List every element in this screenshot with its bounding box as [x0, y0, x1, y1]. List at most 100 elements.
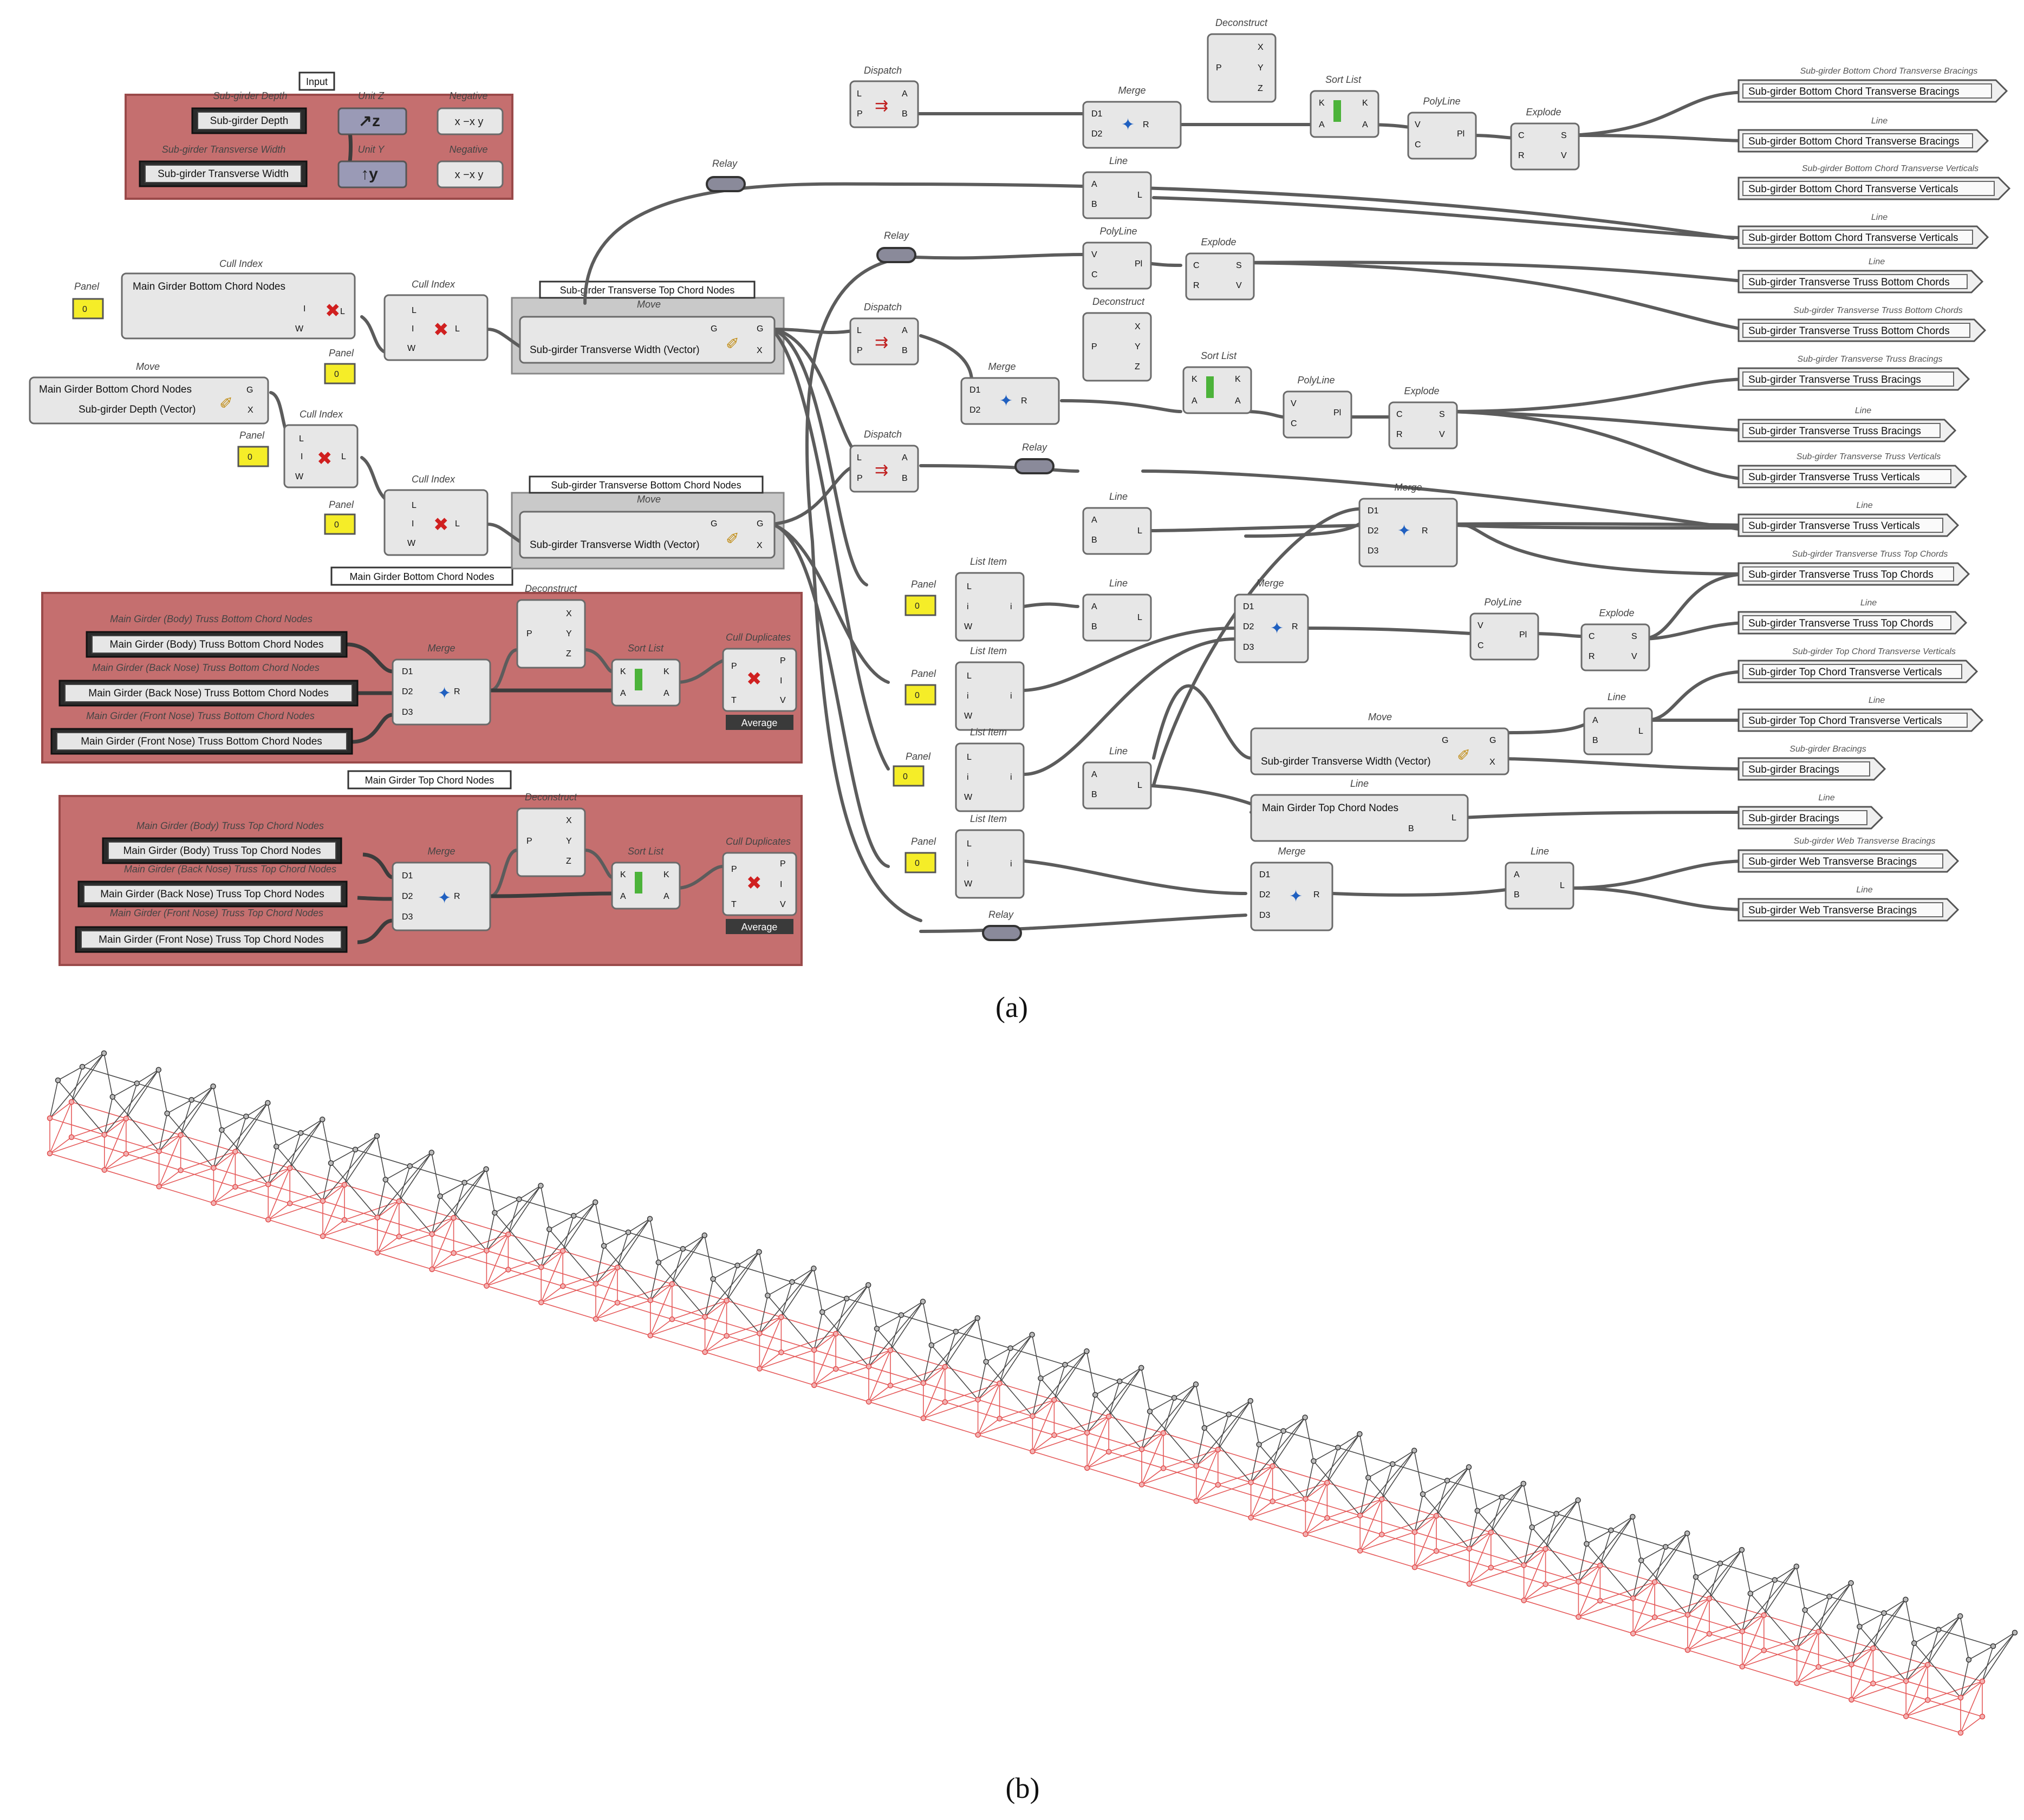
cull-index-component-4[interactable]: [383, 489, 489, 556]
sort-list-component-mt[interactable]: [611, 862, 681, 910]
negative-component-1[interactable]: [437, 107, 504, 135]
truss-red-member: [344, 1184, 400, 1202]
truss-dark-member: [791, 1268, 814, 1283]
merge-component-mt[interactable]: [392, 862, 491, 931]
svg-text:i: i: [1010, 773, 1012, 782]
polyline-component-1[interactable]: [1407, 112, 1477, 160]
panel-title-7: Panel: [906, 751, 931, 762]
relay-3[interactable]: [1014, 458, 1055, 474]
panel-title-4: Panel: [329, 499, 354, 510]
truss-node-dark: [1747, 1590, 1754, 1596]
truss-dark-member: [704, 1251, 760, 1317]
truss-node-red: [287, 1201, 293, 1206]
cull-index-component-3[interactable]: [283, 424, 359, 488]
svg-text:A: A: [1592, 716, 1598, 725]
merge-component-5[interactable]: [1250, 862, 1333, 931]
truss-red-member: [1851, 1664, 1906, 1682]
truss-dark-member: [213, 1130, 223, 1168]
polyline-component-4[interactable]: [1469, 612, 1539, 661]
line-title-6: Line: [1608, 692, 1626, 702]
truss-red-member: [1523, 1549, 1546, 1601]
line-component-4[interactable]: [1082, 761, 1152, 810]
deconstruct-component-1[interactable]: [1207, 33, 1277, 103]
truss-dark-member: [628, 1218, 650, 1233]
explode-component-1[interactable]: [1510, 122, 1580, 171]
truss-dark-member: [1578, 1516, 1633, 1582]
truss-node-dark: [428, 1150, 435, 1156]
polyline-component-3[interactable]: [1283, 390, 1352, 439]
sort-list-component-mb[interactable]: [611, 658, 681, 707]
sort-list-component-1[interactable]: [1310, 90, 1379, 138]
svg-text:L: L: [967, 839, 972, 849]
unit-z-component[interactable]: [337, 107, 407, 135]
sort-list-component-2[interactable]: [1182, 366, 1252, 414]
svg-text:V: V: [1439, 430, 1445, 439]
move-component-3[interactable]: [519, 511, 776, 559]
polyline-component-2[interactable]: [1082, 242, 1152, 290]
deconstruct-component-2[interactable]: [1082, 312, 1152, 382]
relay-2[interactable]: [876, 247, 916, 263]
truss-red-member: [1359, 1499, 1382, 1551]
line-component-6[interactable]: [1583, 707, 1653, 755]
line-component-5[interactable]: [1250, 794, 1469, 842]
truss-red-member: [541, 1267, 596, 1284]
deconstruct-component-mb[interactable]: [516, 599, 586, 669]
dispatch-component-2[interactable]: [849, 317, 919, 366]
list-item-component-4[interactable]: [955, 829, 1025, 899]
dispatch-component-1[interactable]: [849, 80, 919, 128]
line-component-7[interactable]: [1505, 862, 1574, 910]
explode-component-3[interactable]: [1388, 401, 1458, 449]
deconstruct-component-mt[interactable]: [516, 807, 586, 877]
line-component-2[interactable]: [1082, 507, 1152, 555]
panel-3[interactable]: [237, 446, 269, 467]
line-component-3[interactable]: [1082, 593, 1152, 642]
merge-component-mb[interactable]: [392, 658, 491, 726]
panel-2[interactable]: [324, 363, 356, 384]
move-component-1[interactable]: [29, 376, 269, 425]
explode-component-4[interactable]: [1580, 623, 1650, 671]
merge-component-3[interactable]: [1358, 498, 1458, 567]
panel-7[interactable]: [893, 765, 925, 787]
truss-dark-member: [1531, 1527, 1579, 1582]
negative-component-2[interactable]: [437, 160, 504, 188]
truss-dark-member: [1905, 1643, 1915, 1681]
truss-red-member: [508, 1269, 563, 1287]
average-tag-mb[interactable]: [726, 715, 793, 730]
truss-node-dark: [1335, 1444, 1341, 1451]
merge-component-2[interactable]: [960, 377, 1060, 425]
explode-component-2[interactable]: [1185, 252, 1255, 301]
panel-8[interactable]: [904, 852, 936, 873]
panel-4[interactable]: [324, 513, 356, 535]
svg-text:L: L: [340, 307, 345, 316]
cull-index-component-2[interactable]: [383, 294, 489, 361]
average-tag-mt[interactable]: [726, 919, 793, 934]
panel-1[interactable]: [72, 298, 104, 319]
truss-dark-member: [1632, 1560, 1642, 1599]
merge-component-1[interactable]: [1082, 101, 1182, 149]
list-item-component-2[interactable]: [955, 661, 1025, 731]
move-component-2[interactable]: [519, 316, 776, 364]
relay-4[interactable]: [982, 925, 1022, 941]
truss-node-red: [68, 1099, 75, 1105]
list-item-component-1[interactable]: [955, 572, 1025, 642]
svg-text:D3: D3: [402, 912, 413, 922]
truss-red-member: [1251, 1465, 1273, 1483]
truss-node-red: [865, 1399, 872, 1405]
truss-dark-member: [126, 1069, 159, 1119]
svg-text:C: C: [1478, 641, 1484, 650]
merge-component-4[interactable]: [1234, 593, 1309, 663]
truss-dark-member: [1283, 1417, 1306, 1432]
cull-duplicates-component-mt[interactable]: [722, 852, 797, 916]
panel-5[interactable]: [904, 595, 936, 616]
truss-dark-member: [1545, 1499, 1579, 1549]
line-component-1[interactable]: [1082, 171, 1152, 219]
list-item-component-3[interactable]: [955, 742, 1025, 812]
unit-y-component[interactable]: [337, 160, 407, 188]
relay-1[interactable]: [706, 176, 746, 192]
move-component-4[interactable]: [1250, 727, 1509, 775]
panel-6[interactable]: [904, 684, 936, 706]
cull-duplicates-component-mb[interactable]: [722, 648, 797, 712]
main-bottom-chord-nodes-component[interactable]: [121, 272, 356, 340]
truss-node-dark: [134, 1080, 140, 1086]
dispatch-component-3[interactable]: [849, 445, 919, 493]
